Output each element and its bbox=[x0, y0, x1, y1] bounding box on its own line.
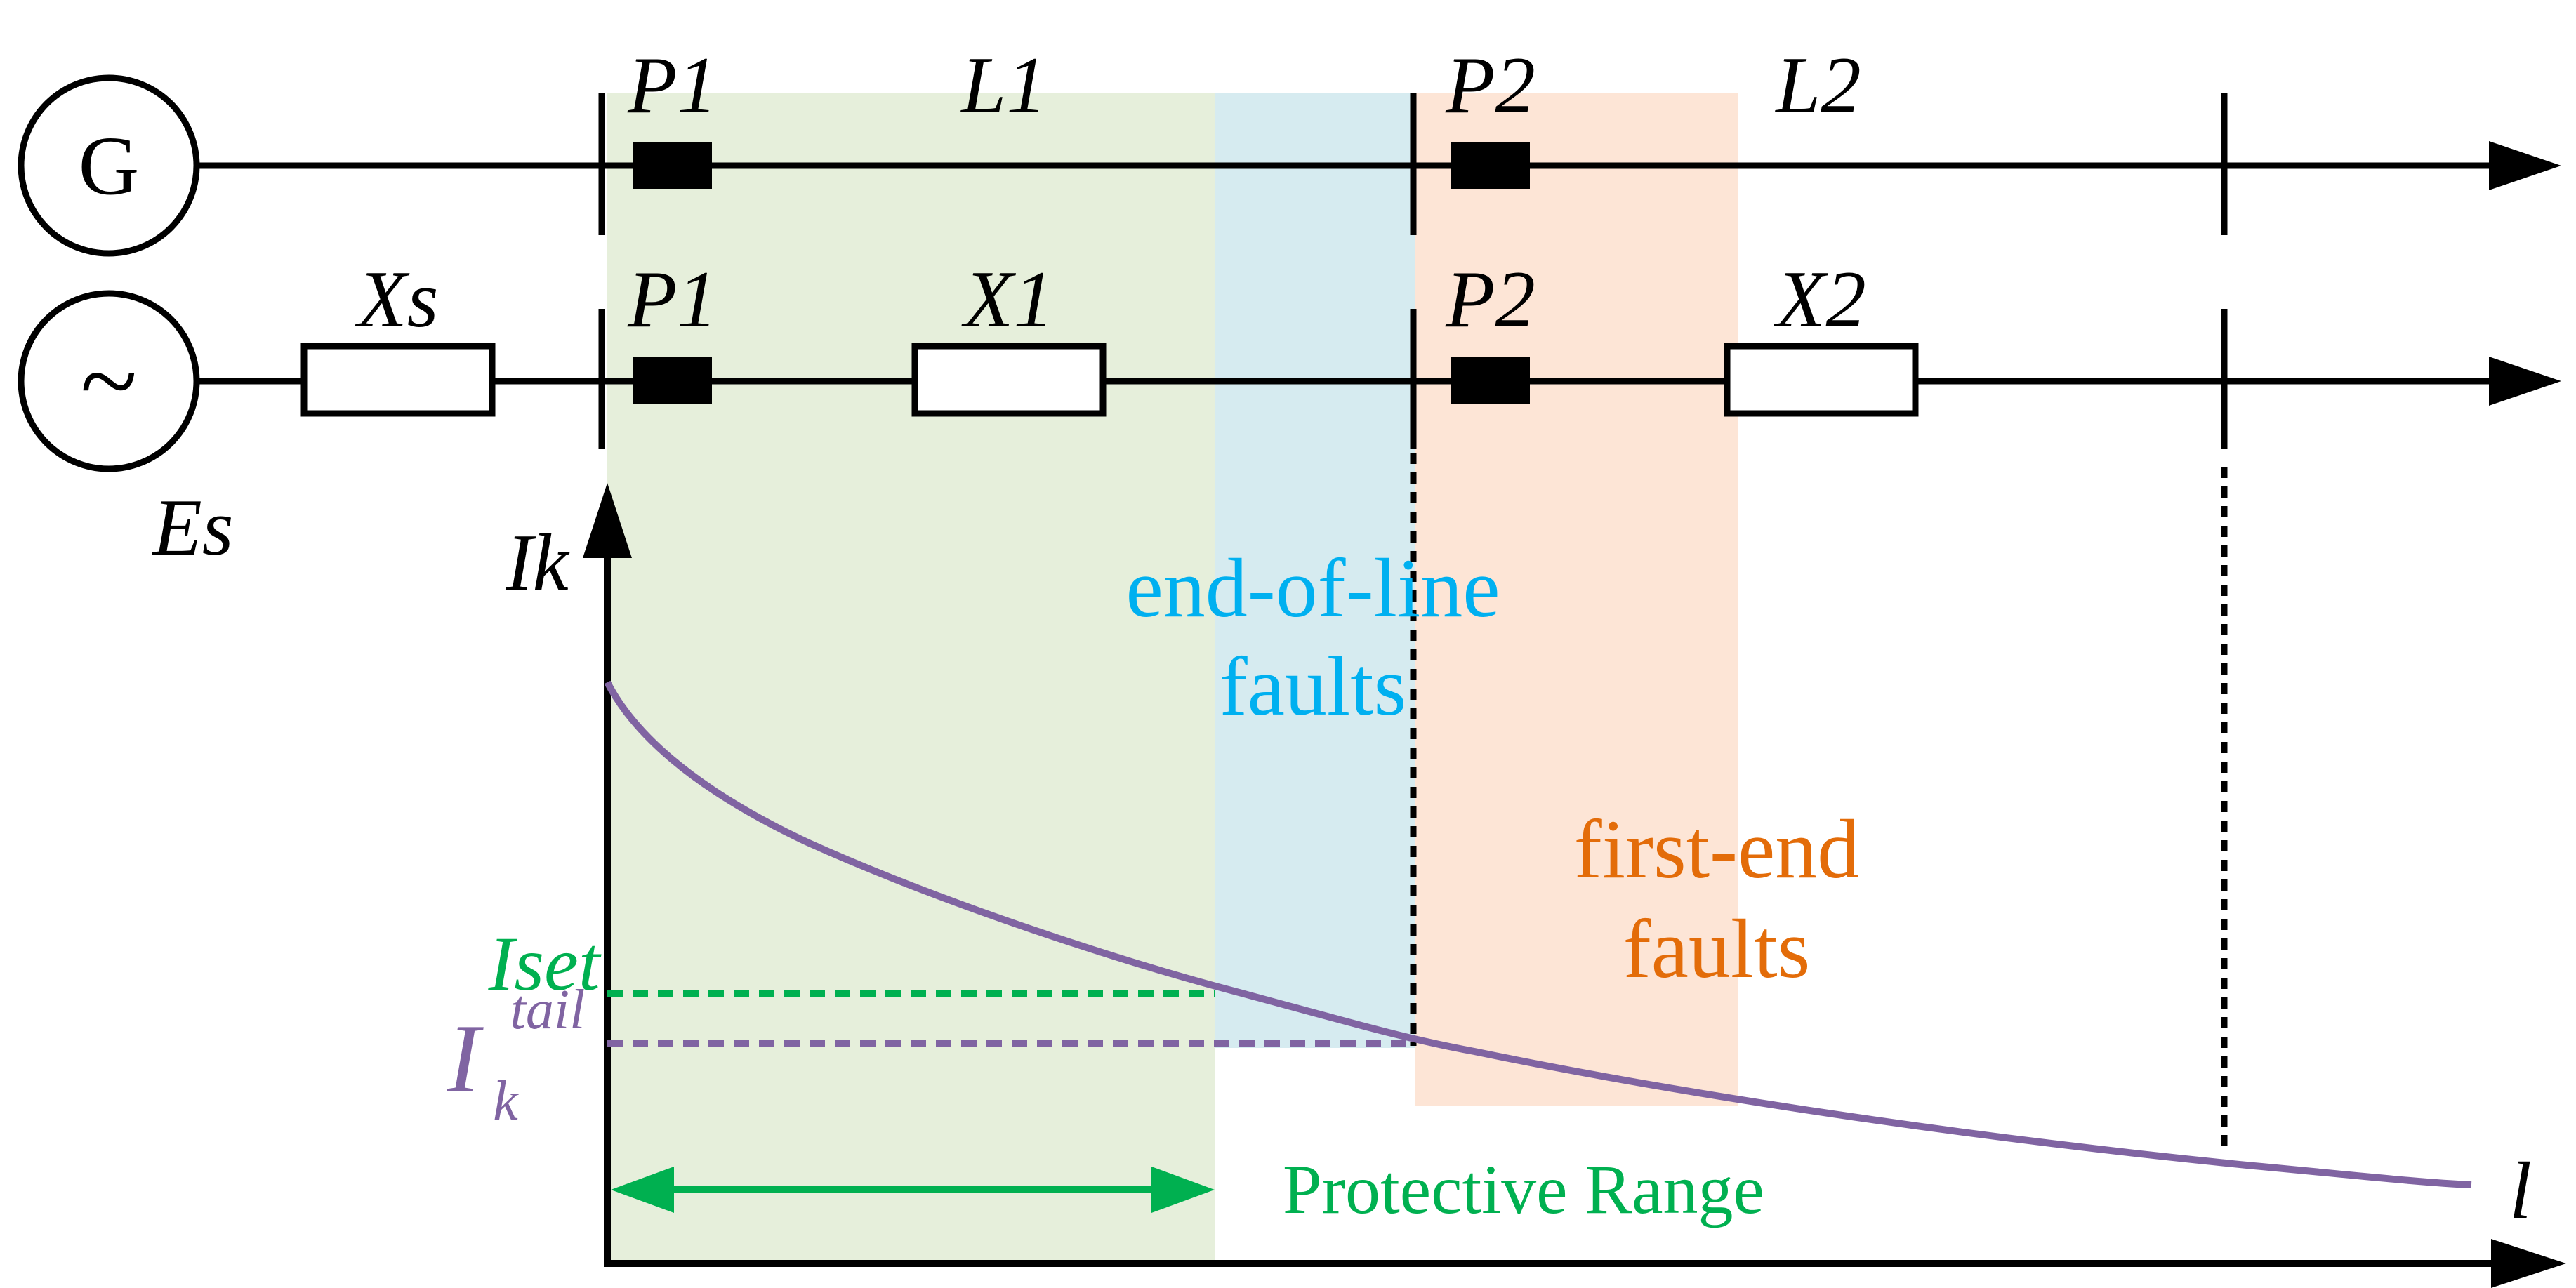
y-axis-label: Ik bbox=[505, 518, 569, 607]
protective-range-label: Protective Range bbox=[1283, 1150, 1764, 1228]
source-symbol-label: ~ bbox=[80, 323, 137, 439]
ik-tail-label-sup: tail bbox=[510, 979, 586, 1041]
label-p2-top: P2 bbox=[1445, 41, 1535, 130]
top-line-arrowhead bbox=[2489, 141, 2561, 190]
green-protective-zone bbox=[607, 93, 1215, 1262]
equivalent-circuit-line: ~ bbox=[18, 290, 2561, 472]
end-of-line-label-1: end-of-line bbox=[1125, 541, 1500, 635]
iset-label: Iset bbox=[488, 921, 602, 1007]
reactance-x1 bbox=[911, 343, 1107, 417]
second-line-arrowhead bbox=[2489, 357, 2561, 406]
fault-current-curve bbox=[604, 680, 2472, 1188]
breaker-p1-bottom bbox=[633, 357, 712, 404]
label-l1: L1 bbox=[960, 41, 1046, 130]
generator-line: G bbox=[18, 74, 2561, 257]
label-x2: X2 bbox=[1774, 255, 1866, 344]
label-l2: L2 bbox=[1774, 41, 1861, 130]
y-axis-arrowhead bbox=[583, 483, 632, 558]
x-axis-arrowhead bbox=[2491, 1239, 2566, 1288]
breaker-p2-top bbox=[1451, 142, 1530, 189]
breaker-p1-top bbox=[633, 142, 712, 189]
ik-tail-label-sub: k bbox=[493, 1070, 519, 1132]
label-xs: Xs bbox=[355, 255, 439, 344]
ik-tail-label-main: I bbox=[447, 1004, 484, 1113]
first-end-label-2: faults bbox=[1623, 902, 1811, 995]
end-of-line-zone bbox=[1215, 93, 1415, 1048]
protective-range-arrow-left bbox=[611, 1167, 674, 1213]
end-of-line-label-2: faults bbox=[1220, 639, 1407, 733]
label-p1-bottom: P1 bbox=[627, 255, 718, 344]
reactance-xs bbox=[300, 343, 496, 417]
reactance-x2 bbox=[1724, 343, 1919, 417]
x-axis-label: l bbox=[2509, 1146, 2532, 1235]
label-x1: X1 bbox=[961, 255, 1054, 344]
label-p2-bottom: P2 bbox=[1445, 255, 1535, 344]
generator-label: G bbox=[79, 119, 140, 213]
breaker-p2-bottom bbox=[1451, 357, 1530, 404]
label-p1-top: P1 bbox=[627, 41, 718, 130]
first-end-label-1: first-end bbox=[1574, 802, 1860, 896]
label-es: Es bbox=[152, 483, 234, 572]
first-end-zone bbox=[1415, 93, 1738, 1106]
protective-range-arrow-right bbox=[1151, 1167, 1215, 1213]
